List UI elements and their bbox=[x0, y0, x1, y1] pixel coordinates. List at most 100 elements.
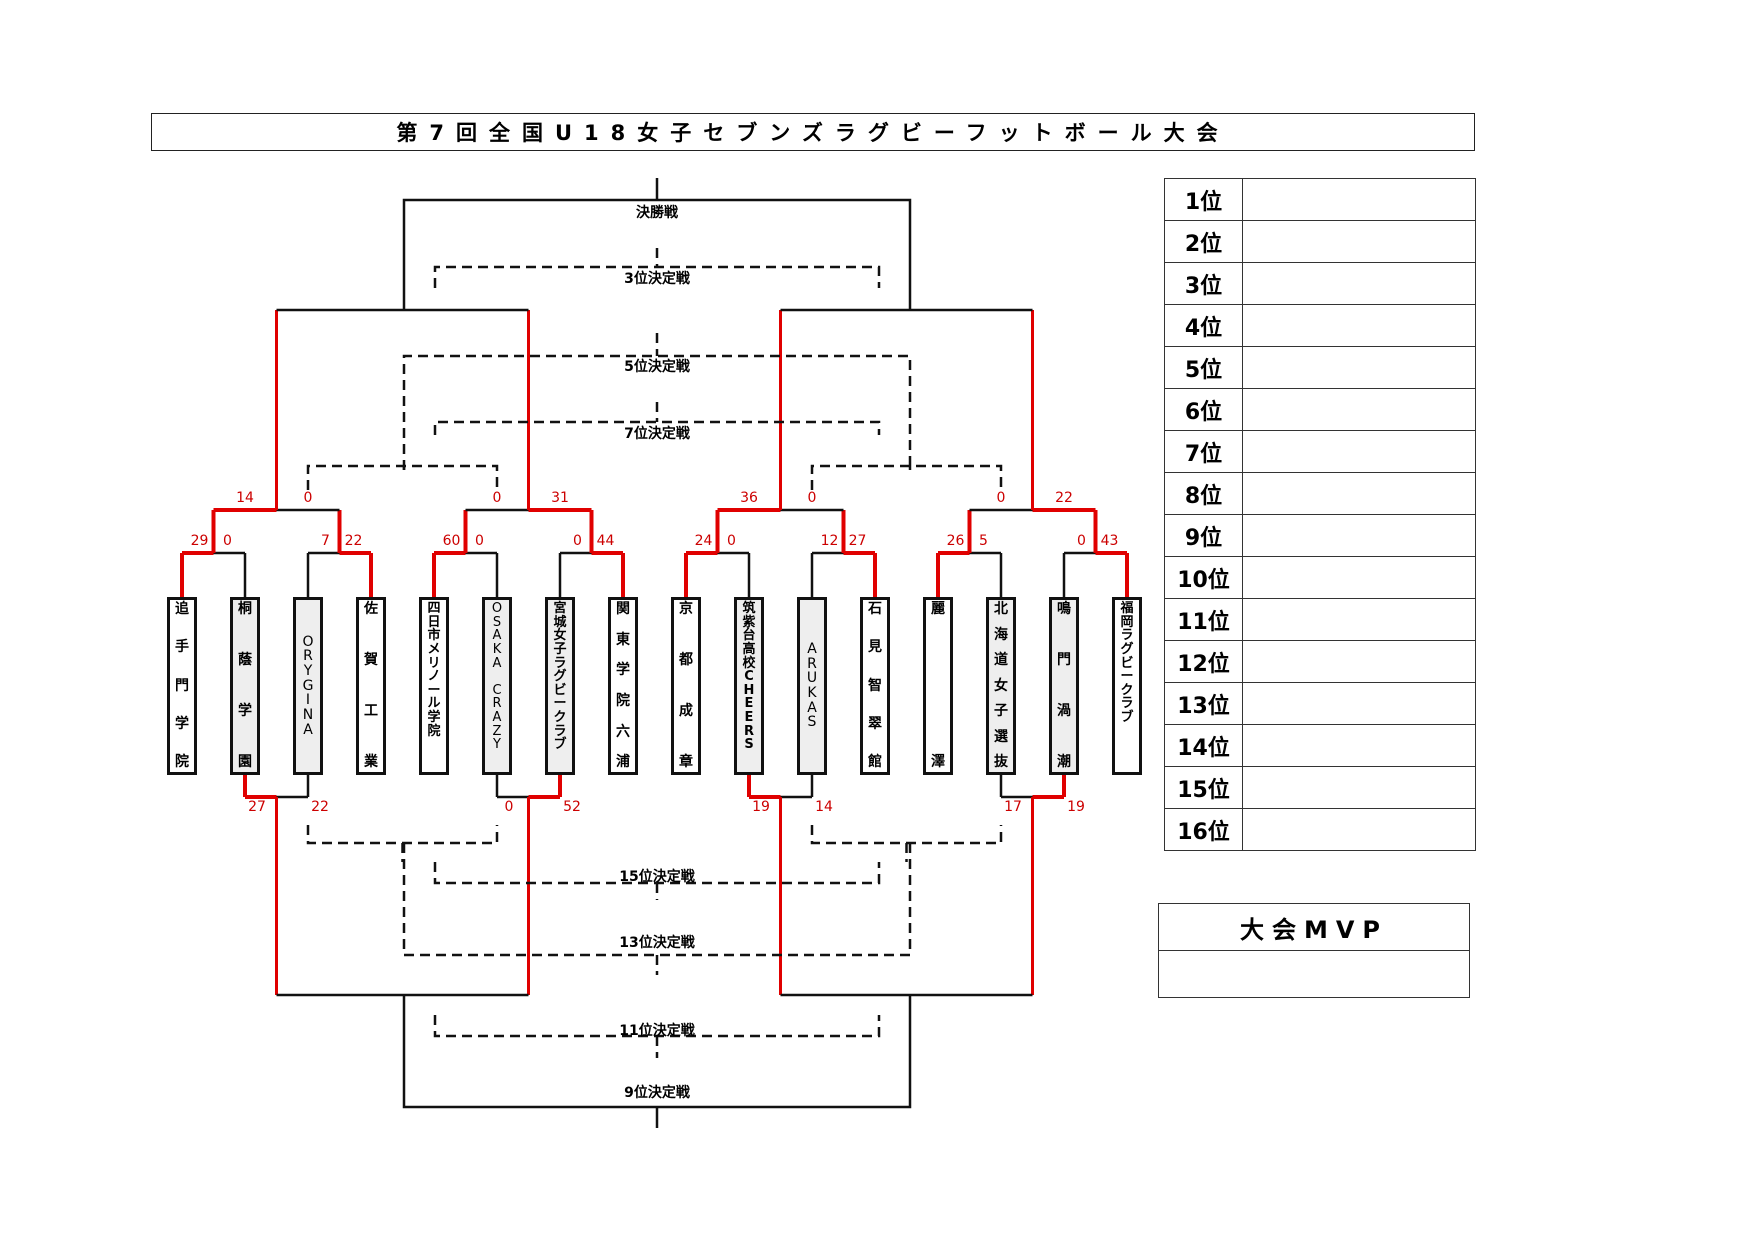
match-score: 14 bbox=[236, 490, 254, 506]
team-name-char: ビ bbox=[553, 682, 567, 698]
team-name-char: 道 bbox=[994, 652, 1008, 669]
team-name-char: 翠 bbox=[868, 715, 882, 732]
team-name-char: 蔭 bbox=[238, 652, 252, 669]
ranking-team-cell[interactable] bbox=[1242, 766, 1476, 809]
ranking-team-cell[interactable] bbox=[1242, 640, 1476, 683]
tournament-title: 第7回全国U18女子セブンズラグビーフットボール大会 bbox=[396, 121, 1230, 145]
match-score: 0 bbox=[492, 490, 502, 506]
ranking-row: 16位 bbox=[1164, 808, 1476, 851]
ranking-team-cell[interactable] bbox=[1242, 178, 1476, 221]
team-name-char: 佐 bbox=[364, 601, 378, 617]
team-name-char: I bbox=[305, 692, 311, 709]
ranking-team-cell[interactable] bbox=[1242, 514, 1476, 557]
team-name-char: 北 bbox=[994, 601, 1008, 617]
team-name-char: S bbox=[744, 737, 754, 753]
ranking-team-cell[interactable] bbox=[1242, 262, 1476, 305]
match-score: 22 bbox=[1055, 490, 1073, 506]
lower-loser-bracket bbox=[810, 825, 1003, 845]
seventh-place-label: 7位決定戦 bbox=[624, 426, 690, 442]
match-score: 0 bbox=[1077, 533, 1086, 549]
ranking-team-cell[interactable] bbox=[1242, 472, 1476, 515]
ranking-row: 2位 bbox=[1164, 220, 1476, 263]
thirteenth-place-bracket bbox=[402, 843, 912, 957]
ranking-team-cell[interactable] bbox=[1242, 388, 1476, 431]
ranking-row: 3位 bbox=[1164, 262, 1476, 305]
team-name-char: 城 bbox=[553, 614, 567, 630]
ranking-label: 3位 bbox=[1164, 262, 1243, 305]
fifth-place-label: 5位決定戦 bbox=[624, 359, 690, 375]
ranking-row: 8位 bbox=[1164, 472, 1476, 515]
team-name-char: S bbox=[807, 714, 817, 731]
ranking-row: 9位 bbox=[1164, 514, 1476, 557]
team-name-char: 桐 bbox=[238, 601, 252, 617]
team-name-char: 校 bbox=[742, 655, 756, 671]
qf-loser-bracket bbox=[810, 464, 1003, 490]
team-name-char: Y bbox=[493, 737, 501, 753]
team-name-char: A bbox=[492, 628, 502, 644]
team-name-char: 見 bbox=[868, 639, 882, 656]
team-name-char: ラ bbox=[553, 655, 567, 671]
team-name-char: 女 bbox=[553, 628, 567, 644]
team-name-char: 抜 bbox=[994, 754, 1008, 771]
team-name-char: K bbox=[807, 685, 817, 701]
team-name-char: 浦 bbox=[616, 754, 630, 771]
ranking-label: 2位 bbox=[1164, 220, 1243, 263]
match-score: 52 bbox=[563, 799, 581, 815]
team-name-char: Z bbox=[492, 723, 502, 739]
team-name-char: 六 bbox=[616, 723, 630, 740]
ranking-team-cell[interactable] bbox=[1242, 682, 1476, 725]
ranking-team-cell[interactable] bbox=[1242, 220, 1476, 263]
match-score: 31 bbox=[551, 490, 569, 506]
match-score: 0 bbox=[475, 533, 484, 549]
team-name-char: 紫 bbox=[742, 614, 756, 630]
team-name-char: 門 bbox=[1057, 652, 1071, 669]
team-name-char: 鳴 bbox=[1057, 601, 1071, 617]
team-name-char: ー bbox=[1120, 669, 1134, 685]
qf-loser-bracket bbox=[306, 464, 499, 490]
ranking-label: 4位 bbox=[1164, 304, 1243, 347]
ranking-label: 12位 bbox=[1164, 640, 1243, 683]
team-name-char: グ bbox=[1120, 641, 1134, 657]
ranking-team-cell[interactable] bbox=[1242, 598, 1476, 641]
team-name-char: ラ bbox=[1120, 696, 1134, 712]
ranking-label: 9位 bbox=[1164, 514, 1243, 557]
ranking-row: 5位 bbox=[1164, 346, 1476, 389]
mvp-value[interactable] bbox=[1158, 950, 1470, 998]
team-name-char: 子 bbox=[553, 641, 567, 657]
ranking-team-cell[interactable] bbox=[1242, 808, 1476, 851]
team-name-char: 市 bbox=[427, 628, 441, 644]
team-box: 石見智翠館 bbox=[860, 597, 890, 775]
third-place-label: 3位決定戦 bbox=[624, 271, 690, 287]
team-name-char: E bbox=[744, 710, 754, 726]
team-name-char: ク bbox=[1120, 682, 1134, 698]
team-name-char: 手 bbox=[175, 639, 189, 656]
ranking-team-cell[interactable] bbox=[1242, 724, 1476, 767]
team-name-char: 四 bbox=[427, 601, 441, 616]
ranking-team-cell[interactable] bbox=[1242, 304, 1476, 347]
thirteenth-place-label: 13位決定戦 bbox=[619, 935, 695, 951]
ranking-team-cell[interactable] bbox=[1242, 556, 1476, 599]
team-box: 追手門学院 bbox=[167, 597, 197, 775]
fifth-place-bracket bbox=[402, 354, 912, 470]
match-score: 0 bbox=[727, 533, 736, 549]
ranking-team-cell[interactable] bbox=[1242, 430, 1476, 473]
match-score: 36 bbox=[740, 490, 758, 506]
ranking-label: 13位 bbox=[1164, 682, 1243, 725]
team-name-char: R bbox=[807, 655, 817, 672]
ranking-row: 10位 bbox=[1164, 556, 1476, 599]
team-name-char: O bbox=[491, 601, 503, 616]
team-name-char: 智 bbox=[868, 677, 882, 694]
match-score: 29 bbox=[190, 533, 209, 549]
team-name-char: 章 bbox=[679, 754, 693, 771]
team-name-char: グ bbox=[553, 669, 567, 685]
seventh-place-bracket bbox=[433, 420, 881, 435]
team-box: 麗澤 bbox=[923, 597, 953, 775]
team-name-char: 賀 bbox=[364, 652, 378, 669]
team-name-char: 学 bbox=[175, 715, 189, 732]
ranking-team-cell[interactable] bbox=[1242, 346, 1476, 389]
team-name-char: H bbox=[743, 682, 755, 698]
team-name-char: メ bbox=[427, 641, 441, 657]
